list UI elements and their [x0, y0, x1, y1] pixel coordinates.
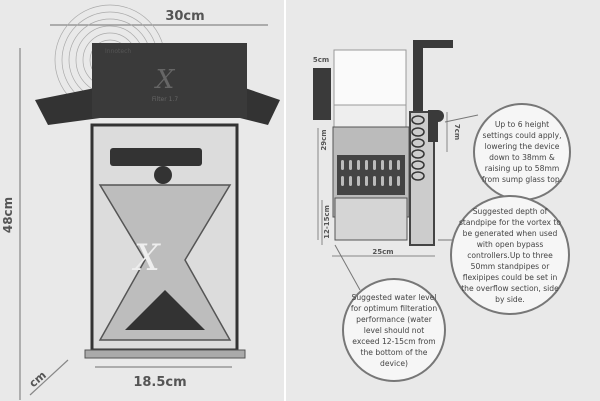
motor-unit [92, 43, 247, 118]
filter-roll-side [333, 49, 407, 106]
width-top-label: 30cm [165, 9, 204, 24]
side-motor [313, 68, 331, 120]
top-view-drawing: 30cm 48cm X Filter 1.7 Innotech X 18.5cm… [1, 4, 280, 400]
standpipe-top [413, 40, 453, 48]
callout-leader-1 [444, 114, 479, 123]
device-model: Filter 1.7 [152, 96, 178, 103]
callout-standpipe-depth: Suggested depth of standpipe for the vor… [450, 195, 570, 315]
dim-29cm-label: 29cm [320, 129, 328, 150]
standpipe [413, 40, 423, 112]
dim-7cm-label: 7cm [453, 124, 461, 140]
media-tray [337, 155, 405, 195]
left-arm [35, 88, 100, 125]
dim-12-15cm-label: 12-15cm [323, 205, 331, 239]
bottom-triangle [125, 290, 205, 330]
dim-5cm-label: 5cm [313, 56, 329, 64]
side-view-drawing: 5cm 7cm 29cm 12-15cm 25cm [313, 40, 479, 291]
callout-height-settings: Up to 6 height settings could apply, low… [473, 103, 571, 201]
fan-icon [154, 166, 172, 184]
vortex-spiral [411, 115, 425, 181]
width-bottom-label: 18.5cm [133, 375, 186, 390]
top-tray [110, 148, 202, 166]
brand-label: Innotech [105, 48, 131, 55]
callout-water-level: Suggested water level for optimum filter… [342, 278, 446, 382]
right-arm [240, 88, 280, 125]
callout-leader-3 [334, 244, 361, 291]
device-logo: X [154, 65, 176, 95]
x-frame-shape [98, 184, 232, 341]
height-label: 48cm [1, 197, 15, 233]
height-bracket [428, 110, 444, 142]
media-tray-holes [341, 160, 400, 186]
roll-holder [333, 104, 407, 128]
base-plate [84, 349, 246, 359]
water-chamber [334, 197, 408, 241]
frame-logo: X [131, 238, 161, 279]
depth-dimension-line [29, 359, 69, 396]
depth-label: cm [27, 369, 49, 391]
dim-25cm-label: 25cm [372, 248, 393, 256]
